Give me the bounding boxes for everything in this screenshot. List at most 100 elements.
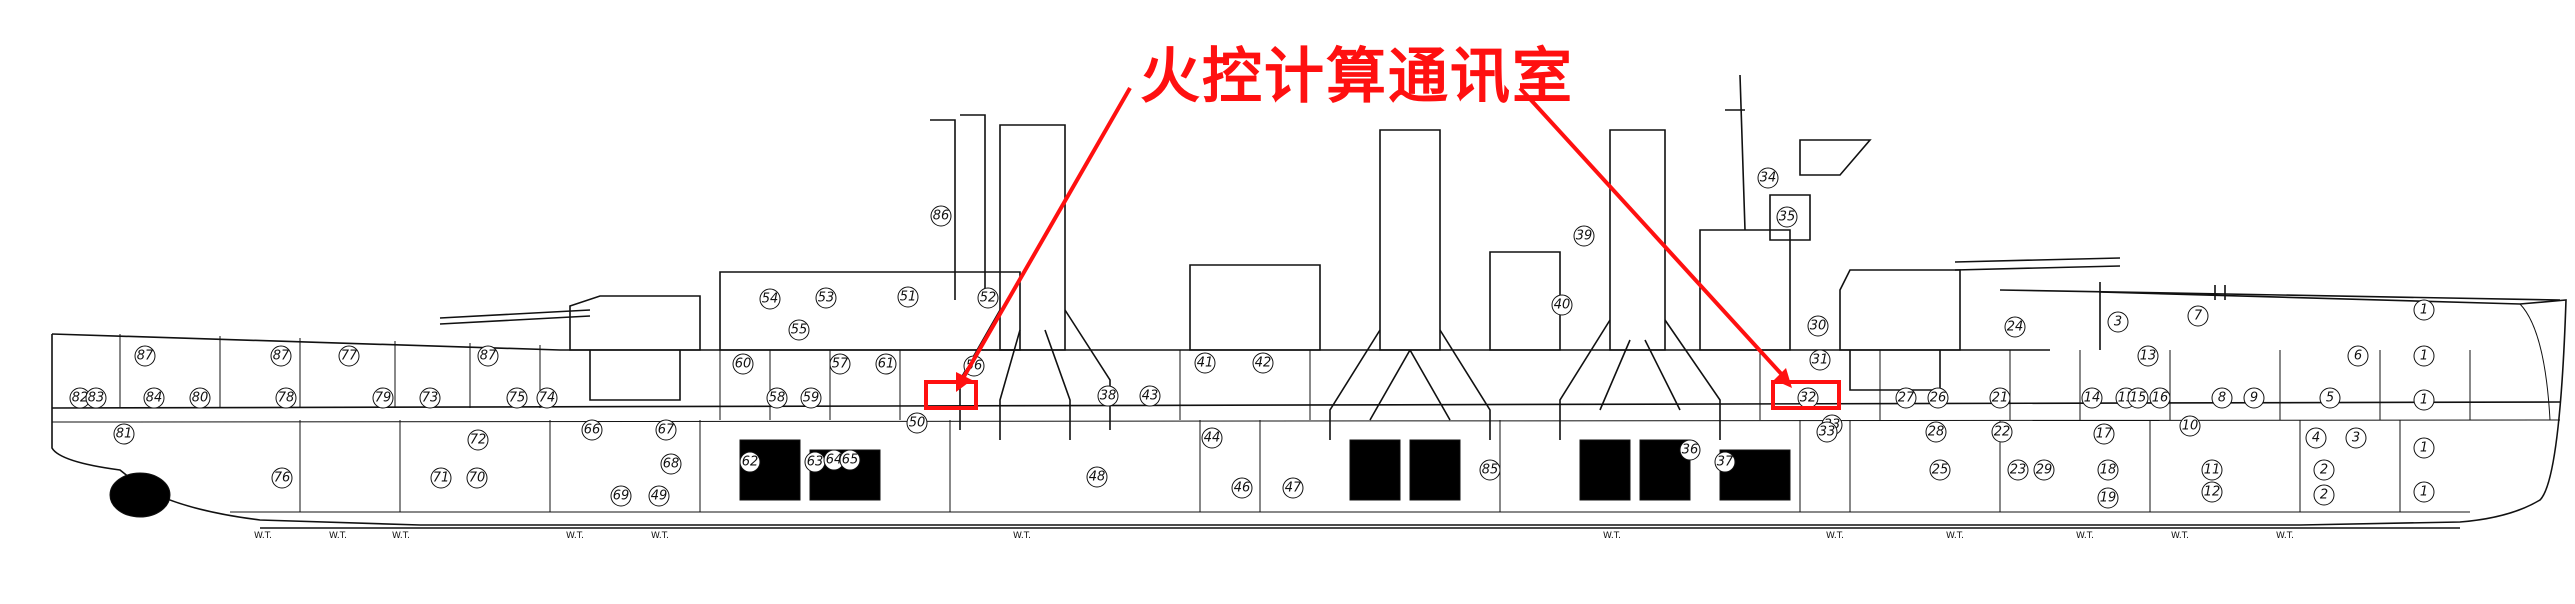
compartment-circle [739,451,761,473]
compartment-marker: 51 [897,286,919,308]
compartment-number: 9 [2250,391,2258,406]
compartment-number: 82 [72,391,89,406]
compartment-marker: 36 [1679,439,1701,461]
compartment-marker: 87 [134,345,156,367]
compartment-number: 79 [375,391,392,406]
compartment-number: 54 [762,292,779,307]
compartment-marker: 32 [1797,387,1819,409]
compartment-number: 33 [1819,425,1836,440]
compartment-number: 29 [2036,463,2053,478]
compartment-number: 85 [1482,463,1499,478]
compartment-number: 49 [651,489,668,504]
compartment-number: 52 [980,291,997,306]
compartment-number: 17 [2096,427,2113,442]
compartment-number: 62 [742,455,759,470]
compartment-marker: 63 [804,451,826,473]
compartment-circle [1097,385,1119,407]
compartment-marker: 1 [2413,481,2435,503]
compartment-circle [430,467,452,489]
compartment-number: 53 [818,291,835,306]
compartment-marker: 34 [1757,167,1779,189]
compartment-circle [2347,345,2369,367]
compartment-circle [766,387,788,409]
fwd-turret-base [1849,350,1941,391]
compartment-circle [930,205,952,227]
compartment-marker: 66 [581,419,603,441]
compartment-number: 65 [842,453,859,468]
lower-bulkheads [299,420,2401,512]
compartment-circle [655,419,677,441]
compartment-circle [2187,305,2209,327]
aft-superstructure [719,271,1021,351]
compartment-circle [2313,459,2335,481]
compartment-circle [419,387,441,409]
compartment-number: 24 [2007,320,2024,335]
compartment-number: 32 [1800,391,1817,406]
compartment-number: 22 [1994,425,2011,440]
compartment-marker: 7 [2187,305,2209,327]
compartment-circle [1807,315,1829,337]
compartment-number: 63 [807,455,824,470]
compartment-marker: 81 [113,423,135,445]
compartment-marker: 86 [930,205,952,227]
compartment-number: 37 [1717,455,1734,470]
fwd-uptakes [1559,319,1721,440]
compartment-number: 87 [137,349,154,364]
compartment-marker: 15 [2127,387,2149,409]
compartment-circle [648,485,670,507]
compartment-circle [1809,349,1831,371]
compartment-marker: 47 [1282,477,1304,499]
compartment-circle [1816,421,1838,443]
compartment-circle [143,387,165,409]
compartment-circle [732,353,754,375]
compartment-circle [800,387,822,409]
compartment-number: 80 [192,391,209,406]
compartment-circle [2033,459,2055,481]
compartment-circle [815,287,837,309]
compartment-number: 84 [146,391,163,406]
compartment-marker: 41 [1194,352,1216,374]
compartment-number: 41 [1197,356,1214,371]
compartment-circle [2127,387,2149,409]
compartment-circle [477,345,499,367]
compartment-marker: 2 [2313,459,2335,481]
annotation-label: 火控计算通讯室 [1140,42,1574,112]
compartment-marker: 10 [2179,415,2201,437]
superstructure [439,74,2226,440]
compartment-marker: 18 [2097,459,2119,481]
compartment-number: 47 [1285,481,1302,496]
compartment-marker: 37 [1714,451,1736,473]
compartment-circle [1927,387,1949,409]
compartment-circle [906,412,928,434]
compartment-circle [2093,423,2115,445]
compartment-marker: 43 [1139,385,1161,407]
compartment-number: 23 [2010,463,2027,478]
compartment-circle [85,387,107,409]
forecastle [1999,289,2561,301]
pointer-line-aft [960,87,1132,381]
compartment-circle [2413,437,2435,459]
aft-turret-base [589,350,681,401]
compartment-marker: 2 [2313,484,2335,506]
compartment-circle [759,288,781,310]
compartment-marker: 82 [69,387,91,409]
compartment-number: 30 [1810,319,1827,334]
compartment-marker: 35 [1776,206,1798,228]
compartment-circle [338,345,360,367]
compartment-number: 3 [2114,315,2122,330]
compartment-number: 21 [1992,391,2009,406]
compartment-circle [1231,477,1253,499]
compartment-circle [2149,387,2171,409]
compartment-circle [1194,352,1216,374]
highlight-box-aft [924,380,978,410]
mid-superstructure [1189,264,1321,351]
compartment-marker: 16 [2149,387,2171,409]
wt-label: W.T. [329,531,347,541]
compartment-marker: 23 [2007,459,2029,481]
compartment-circle [536,387,558,409]
compartment-circle [2097,487,2119,509]
compartment-number: 13 [2140,349,2157,364]
compartment-circle [2313,484,2335,506]
